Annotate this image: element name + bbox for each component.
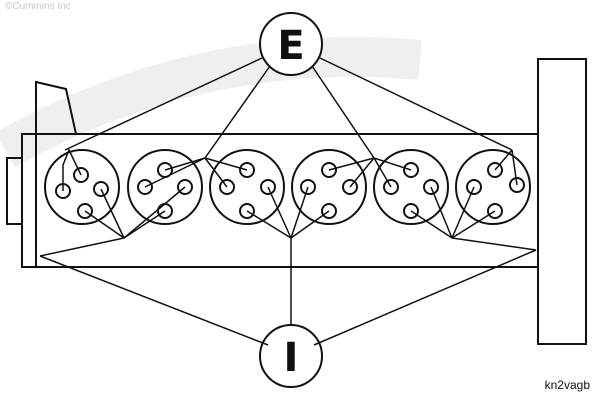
cylinder-1 — [44, 149, 120, 225]
valve — [321, 203, 337, 219]
figure-code: kn2vagb — [544, 378, 590, 392]
valve — [487, 162, 503, 178]
valve — [77, 203, 93, 219]
valve — [342, 179, 358, 195]
intake-label: I — [284, 335, 299, 381]
valve — [137, 179, 153, 195]
valve — [423, 179, 439, 195]
exhaust-label-circle — [259, 12, 323, 76]
valve — [177, 179, 193, 195]
valve — [260, 179, 276, 195]
valve — [239, 203, 255, 219]
copyright-watermark: ©Cummins Inc — [5, 1, 71, 12]
cylinder-3 — [209, 149, 285, 225]
valve — [509, 177, 525, 193]
cylinder-4 — [291, 149, 367, 225]
cylinder-5 — [373, 149, 449, 225]
exhaust-lines — [62, 57, 518, 191]
valve — [487, 203, 503, 219]
valve — [93, 181, 109, 197]
valve — [239, 162, 255, 178]
watermark-swoosh — [0, 36, 422, 168]
valve — [300, 179, 316, 195]
flywheel-housing — [537, 58, 587, 345]
cylinder-6 — [455, 149, 531, 225]
valve — [219, 179, 235, 195]
valve — [466, 179, 482, 195]
intake-lines — [39, 186, 537, 346]
cylinder-2 — [127, 149, 203, 225]
exhaust-label: E — [277, 23, 304, 69]
rocker-housing — [35, 80, 77, 135]
valve — [73, 167, 89, 183]
valve — [321, 162, 337, 178]
side-knob — [6, 157, 23, 225]
valve — [383, 179, 399, 195]
valve — [403, 203, 419, 219]
engine-block — [35, 133, 539, 268]
valve — [403, 162, 419, 178]
